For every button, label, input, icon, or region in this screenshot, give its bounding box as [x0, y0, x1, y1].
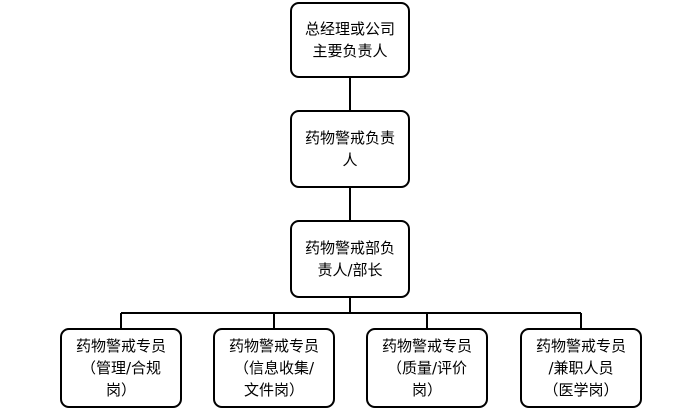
- node-text-line: （信息收集/: [233, 359, 315, 377]
- node-text-line: 主要负责人: [312, 42, 388, 60]
- node-pv-department-head: 药物警戒部负 责人/部长: [290, 220, 410, 298]
- node-text-line: 药物警戒部负: [304, 239, 395, 257]
- node-text-line: 药物警戒专员: [535, 337, 626, 355]
- node-text-line: （管理/合规: [80, 359, 162, 377]
- node-text-line: 岗）: [105, 381, 136, 399]
- node-text-line: 责人/部长: [317, 261, 383, 279]
- node-specialist-compliance: 药物警戒专员 （管理/合规 岗）: [60, 328, 182, 408]
- node-pv-head: 药物警戒负责 人: [290, 110, 410, 188]
- node-text-line: 药物警戒负责: [304, 129, 395, 147]
- node-text-line: 药物警戒专员: [228, 337, 319, 355]
- node-specialist-information: 药物警戒专员 （信息收集/ 文件岗）: [213, 328, 335, 408]
- node-text-line: 人: [342, 151, 358, 169]
- node-general-manager: 总经理或公司 主要负责人: [290, 2, 410, 78]
- node-text-line: 药物警戒专员: [75, 337, 166, 355]
- node-specialist-quality: 药物警戒专员 （质量/评价 岗）: [366, 328, 488, 408]
- node-specialist-medical: 药物警戒专员 /兼职人员 （医学岗）: [520, 328, 642, 408]
- node-text-line: （质量/评价: [386, 359, 468, 377]
- node-text-line: 文件岗）: [243, 381, 304, 399]
- node-text-line: 总经理或公司: [304, 20, 395, 38]
- node-text-line: （医学岗）: [543, 381, 619, 399]
- node-text-line: 药物警戒专员: [381, 337, 472, 355]
- node-text-line: 岗）: [411, 381, 442, 399]
- node-text-line: /兼职人员: [548, 359, 614, 377]
